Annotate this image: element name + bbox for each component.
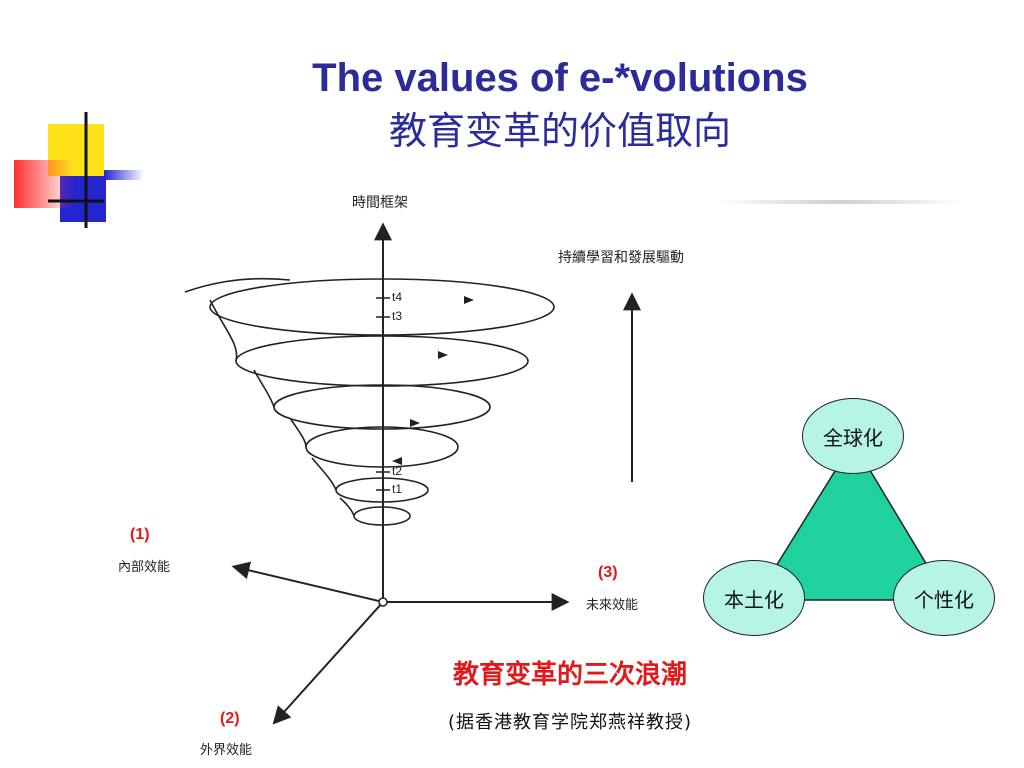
divider-line	[720, 200, 960, 204]
tick-t1: t1	[392, 482, 403, 496]
learning-arrow-label: 持續學習和發展驅動	[558, 250, 684, 266]
page-title: The values of e-*volutions	[312, 56, 808, 100]
tick-t2: t2	[392, 464, 403, 478]
axis-1-label: 內部效能	[118, 560, 171, 575]
axis-3-number: (3)	[598, 564, 618, 581]
triangle-shape	[753, 440, 950, 601]
axis-2-label: 外界效能	[200, 743, 253, 758]
node-localization: 本土化	[703, 560, 805, 636]
source-caption: (据香港教育学院郑燕祥教授)	[447, 712, 693, 733]
axis-3-label: 未來效能	[586, 598, 639, 613]
axis-external	[272, 601, 384, 725]
time-axis-label: 時間框架	[352, 195, 408, 211]
axis-2-number: (2)	[220, 710, 240, 727]
tick-t3: t3	[392, 309, 403, 323]
axis-1-number: (1)	[130, 526, 150, 543]
spiral-curve	[184, 277, 555, 526]
axis-internal	[231, 561, 384, 603]
node-globalization: 全球化	[802, 398, 904, 474]
page-subtitle: 教育变革的价值取向	[388, 109, 731, 153]
tick-t4: t4	[392, 290, 403, 304]
waves-caption: 教育变革的三次浪潮	[452, 660, 687, 690]
node-individualization: 个性化	[893, 560, 995, 636]
corner-logo-icon	[14, 112, 144, 228]
